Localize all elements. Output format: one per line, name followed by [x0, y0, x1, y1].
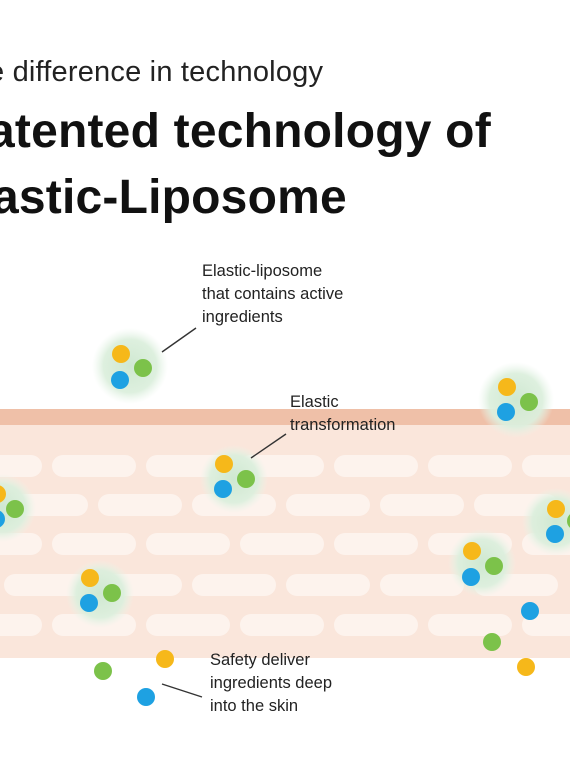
- annotation-delivery-line-3: into the skin: [210, 697, 299, 715]
- headline-line-1: atented technology of: [0, 105, 491, 158]
- annotation-delivery-line-2: ingredients deep: [210, 674, 333, 692]
- leader-line-transformation: [250, 433, 287, 459]
- annotation-liposome: Elastic-liposome that contains active in…: [202, 260, 343, 329]
- headline-line-2: astic-Liposome: [0, 171, 347, 224]
- liposome: [462, 542, 503, 586]
- annotation-liposome-line-3: ingredients: [202, 308, 283, 326]
- liposome: [80, 569, 121, 612]
- annotation-liposome-line-1: Elastic-liposome: [202, 262, 323, 280]
- liposome: [214, 455, 255, 498]
- skin-surface: [0, 409, 570, 425]
- annotation-transformation-line-2: transformation: [290, 416, 396, 434]
- released-ingredients: [94, 602, 539, 706]
- annotation-liposome-line-2: that contains active: [202, 285, 344, 303]
- subtitle: e difference in technology: [0, 56, 324, 88]
- annotation-transformation-line-1: Elastic: [290, 393, 339, 411]
- annotation-delivery: Safety deliver ingredients deep into the…: [210, 649, 332, 718]
- liposome: [546, 500, 570, 543]
- liposome: [111, 345, 152, 389]
- annotation-transformation: Elastic transformation: [290, 391, 395, 437]
- leader-line-delivery: [161, 683, 203, 698]
- liposome: [497, 378, 538, 421]
- liposome: [0, 485, 24, 528]
- annotation-delivery-line-1: Safety deliver: [210, 651, 310, 669]
- leader-line-liposome: [161, 327, 197, 353]
